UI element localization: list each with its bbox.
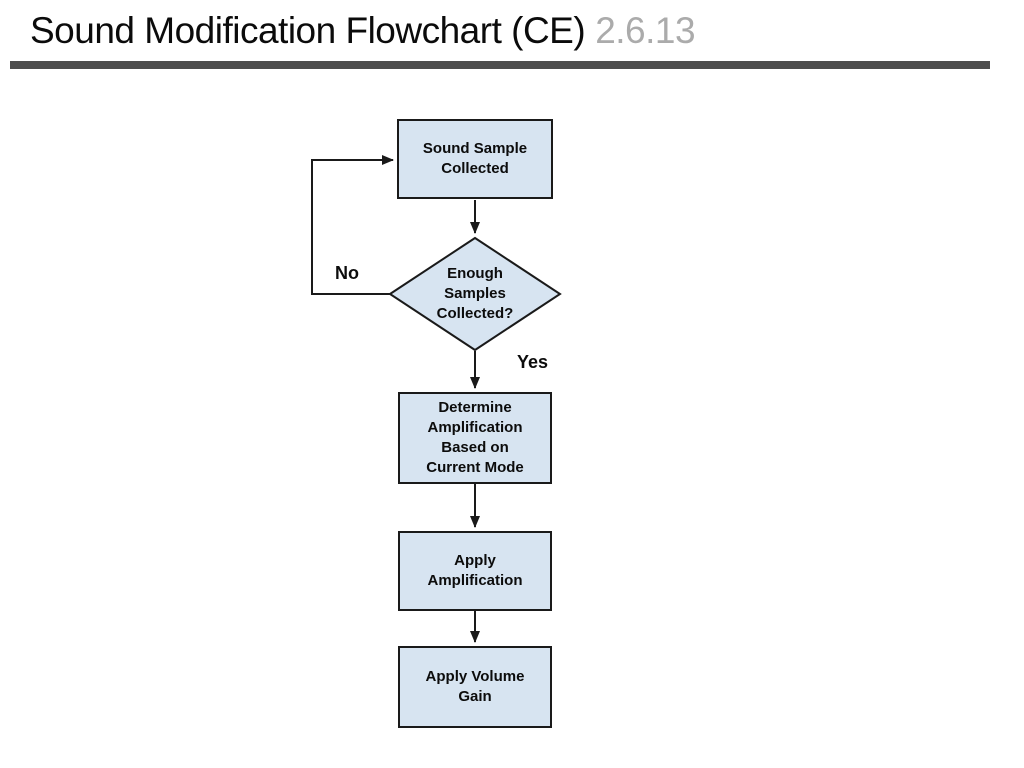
- node-apply-volume-gain: Apply Volume Gain: [398, 646, 552, 728]
- node-text-line: Apply Volume: [425, 668, 525, 685]
- page-title: Sound Modification Flowchart (CE)2.6.13: [30, 10, 696, 52]
- page-title-text: Sound Modification Flowchart (CE): [30, 10, 586, 51]
- page-title-version: 2.6.13: [595, 10, 696, 51]
- node-text-line: Collected?: [436, 305, 514, 322]
- node-text-line: Based on: [441, 439, 509, 456]
- node-text-line: Apply: [454, 552, 496, 569]
- node-text-line: Amplification: [427, 572, 523, 589]
- node-text-line: Current Mode: [426, 459, 524, 476]
- node-sound-sample-collected: Sound Sample Collected: [397, 119, 553, 199]
- title-underline: [10, 61, 990, 69]
- node-text-line: Amplification: [427, 419, 523, 436]
- node-text-line: Samples: [444, 285, 506, 302]
- node-apply-amplification: Apply Amplification: [398, 531, 552, 611]
- connector-no-loopback: [311, 155, 394, 295]
- edge-label-no: No: [335, 263, 359, 283]
- edge-label-yes: Yes: [517, 352, 549, 372]
- node-text-line: Sound Sample: [422, 140, 528, 157]
- node-text-line: Gain: [458, 688, 492, 705]
- decision-diamond-shape: [388, 236, 562, 352]
- node-text-line: Enough: [447, 265, 503, 282]
- node-text-line: Collected: [441, 160, 509, 177]
- node-enough-samples-collected: Enough Samples Collected?: [405, 264, 545, 324]
- node-determine-amplification: Determine Amplification Based on Current…: [398, 392, 552, 484]
- node-text-line: Determine: [438, 399, 512, 416]
